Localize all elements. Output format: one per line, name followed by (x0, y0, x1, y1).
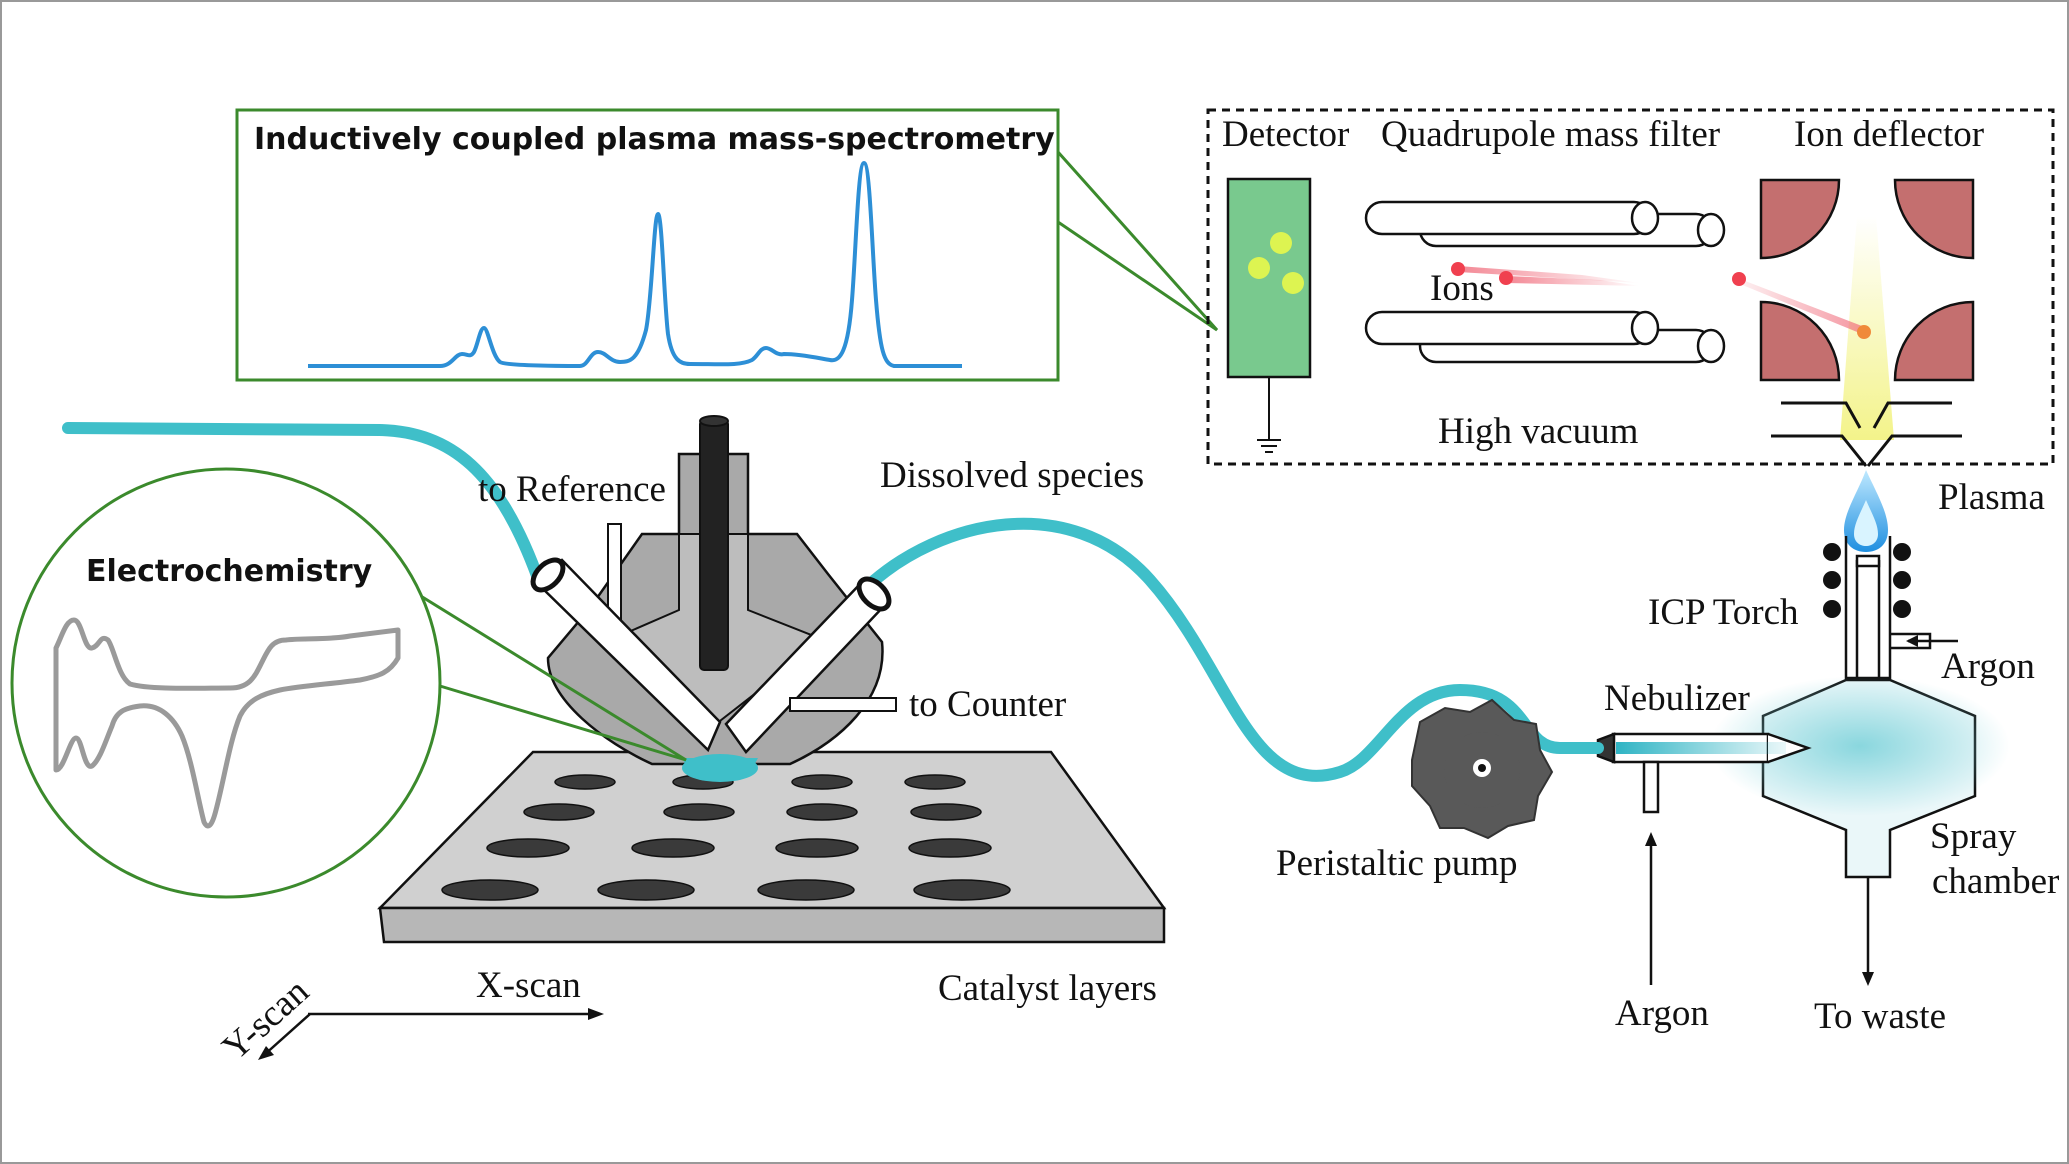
plasma-flame-core (1854, 500, 1878, 546)
ion-trail (1458, 266, 1640, 283)
scan-axes (262, 1012, 600, 1057)
icpms-title: Inductively coupled plasma mass-spectrom… (254, 122, 1055, 157)
catalyst-layers-label: Catalyst layers (938, 968, 1157, 1009)
plasma-label: Plasma (1938, 477, 2045, 518)
tubing (62, 422, 1604, 782)
arrowhead (258, 1046, 274, 1060)
icpms-spectrum-line (308, 160, 962, 369)
working-electrode (699, 419, 729, 671)
to-reference-label: to Reference (478, 469, 666, 510)
sample-outlet-tube (862, 517, 1604, 782)
chamber-label: chamber (1932, 861, 2059, 902)
to-waste-label: To waste (1814, 996, 1946, 1037)
rf-coil-icon (1823, 543, 1911, 618)
ion-trail (1740, 279, 1862, 334)
sampler-cones (1771, 401, 1962, 467)
ion (1857, 325, 1871, 339)
callout-connector (410, 588, 687, 762)
mass-spectrometer-box: Detector Quadrupole mass filter Ion defl… (1206, 108, 2055, 467)
spray-mist (1710, 676, 2010, 816)
flow-cell (530, 415, 897, 782)
ion-deflector (1759, 178, 1975, 382)
argon-nebulizer-label: Argon (1615, 993, 1709, 1034)
reference-tube (62, 422, 546, 590)
cv-lens (10, 467, 442, 899)
detector-spot (1282, 272, 1304, 294)
electrochemistry-callout: Electrochemistry (10, 467, 687, 899)
ion-trail (1506, 276, 1640, 286)
dissolved-species-label: Dissolved species (880, 455, 1144, 496)
arrowhead (1862, 972, 1874, 986)
arrowhead (588, 1008, 604, 1020)
quadrupole-rods (1364, 200, 1726, 364)
icp-torch (1844, 536, 1932, 700)
ion (1451, 262, 1465, 276)
ms-dashed-frame (1206, 108, 2055, 466)
detector-label: Detector (1222, 114, 1349, 155)
nebulizer-label: Nebulizer (1604, 678, 1750, 719)
catalyst-spots (441, 774, 1011, 901)
spray-label: Spray (1930, 816, 2017, 857)
ion (1732, 272, 1746, 286)
argon-torch-label: Argon (1941, 646, 2035, 687)
tube-end (856, 576, 892, 612)
ion (1499, 271, 1513, 285)
quadrupole-label: Quadrupole mass filter (1381, 114, 1720, 155)
peristaltic-pump-label: Peristaltic pump (1276, 843, 1518, 884)
peristaltic-pump-icon (1411, 698, 1554, 840)
catalyst-plate (377, 750, 1167, 944)
ions-label: Ions (1430, 268, 1494, 309)
icpms-spectrum-box (235, 108, 1060, 382)
counter-port (789, 697, 897, 712)
arrowhead (1645, 832, 1657, 846)
x-scan-label: X-scan (476, 965, 581, 1006)
electrolyte-neck (682, 758, 758, 776)
callout-connector (1056, 151, 1219, 332)
tube-end (530, 557, 566, 593)
arrowhead (1906, 635, 1918, 647)
electrode-top (699, 415, 729, 427)
ion-deflector-label: Ion deflector (1794, 114, 1984, 155)
detector-spot (1248, 257, 1270, 279)
to-counter-label: to Counter (909, 684, 1066, 725)
ground-symbol-icon (1257, 377, 1281, 453)
detector-spot (1270, 232, 1292, 254)
nebulizer (1596, 732, 1812, 814)
cyclic-voltammogram (53, 617, 401, 829)
electrochemistry-title: Electrochemistry (86, 554, 373, 589)
icp-torch-assembly: Plasma ICP Torch Argon Spray chamber (1596, 470, 2059, 1037)
icpms-callout: Inductively coupled plasma mass-spectrom… (235, 108, 1219, 382)
icp-torch-label: ICP Torch (1648, 592, 1799, 633)
plate-front (378, 906, 1166, 944)
high-vacuum-label: High vacuum (1438, 411, 1639, 452)
